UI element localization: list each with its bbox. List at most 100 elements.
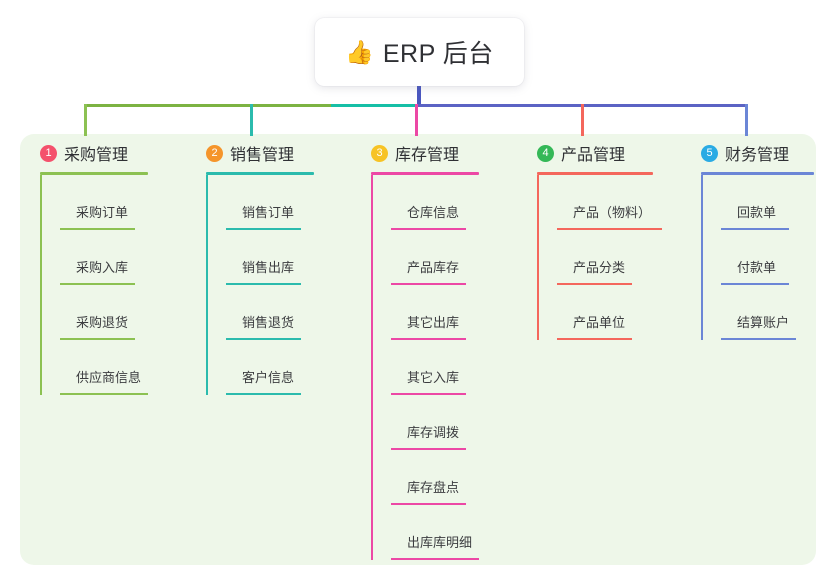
- branch-item-label: 库存调拨: [407, 425, 460, 440]
- branch-badge-3: 3: [371, 144, 388, 162]
- root-node-title: ERP 后台: [382, 40, 494, 68]
- branch-item-rule: [60, 283, 135, 285]
- root-node-content: 👍 ERP 后台: [345, 34, 494, 70]
- branch-item-list: 销售订单销售出库销售退货客户信息: [186, 175, 314, 395]
- branch-item-label: 采购入库: [76, 260, 129, 275]
- branch-item-label: 销售退货: [242, 315, 295, 330]
- root-node[interactable]: 👍 ERP 后台: [315, 18, 524, 86]
- branch-item[interactable]: 仓库信息: [371, 175, 479, 230]
- branch-item-rule: [721, 283, 789, 285]
- branch-item[interactable]: 其它出库: [371, 285, 479, 340]
- branch-item[interactable]: 产品分类: [537, 230, 653, 285]
- branch-item[interactable]: 销售出库: [206, 230, 314, 285]
- branch-item-rule: [226, 283, 301, 285]
- branch-header-label: 产品管理: [561, 147, 626, 164]
- branch-spine: [40, 175, 42, 395]
- branch-item-label: 产品单位: [573, 315, 626, 330]
- branch-item-label: 客户信息: [242, 370, 295, 385]
- branch-item-label: 库存盘点: [407, 480, 460, 495]
- branch-item-label: 销售出库: [242, 260, 295, 275]
- branch-header-label: 销售管理: [230, 147, 295, 164]
- thumbs-up-icon: 👍: [345, 38, 374, 65]
- branch-header-rule: [371, 172, 479, 175]
- branch-item[interactable]: 供应商信息: [40, 340, 148, 395]
- branch-item-list: 产品（物料） 产品分类产品单位: [517, 175, 662, 340]
- branch-item-rule: [557, 283, 632, 285]
- branch-header-rule: [701, 172, 814, 175]
- branch-item-label: 仓库信息: [407, 205, 460, 220]
- branch-item[interactable]: 出库库明细: [371, 505, 479, 560]
- branch-item-label: 付款单: [737, 260, 777, 275]
- branch-item[interactable]: 客户信息: [206, 340, 314, 395]
- branch-header-3[interactable]: 3 库存管理: [351, 134, 479, 172]
- branch-item[interactable]: 产品（物料）: [537, 175, 662, 230]
- branch-badge-2: 2: [206, 144, 223, 162]
- branch-header-rule: [206, 172, 314, 175]
- branch-badge-4: 4: [537, 144, 554, 162]
- branch-item[interactable]: 采购入库: [40, 230, 148, 285]
- branch-item-rule: [391, 448, 466, 450]
- branch-item-rule: [226, 393, 301, 395]
- branch-header-4[interactable]: 4 产品管理: [517, 134, 653, 172]
- branch-item[interactable]: 销售退货: [206, 285, 314, 340]
- branch-header-rule: [537, 172, 653, 175]
- branch-header-2[interactable]: 2 销售管理: [186, 134, 314, 172]
- branch-item[interactable]: 库存盘点: [371, 450, 479, 505]
- branch-badge-1: 1: [40, 144, 57, 162]
- branch-item[interactable]: 结算账户: [701, 285, 814, 340]
- branch-item-rule: [391, 558, 479, 560]
- branch-item-rule: [721, 338, 796, 340]
- branch-item[interactable]: 回款单: [701, 175, 814, 230]
- branch-spine: [701, 175, 703, 340]
- branch-item-list: 采购订单采购入库采购退货供应商信息: [20, 175, 148, 395]
- branch-item-label: 供应商信息: [76, 370, 142, 385]
- branch-column-3: 3 库存管理仓库信息产品库存其它出库其它入库库存调拨库存盘点出库库明细: [351, 134, 479, 560]
- branch-item-rule: [226, 338, 301, 340]
- branch-item-rule: [391, 283, 466, 285]
- branch-item-label: 结算账户: [737, 315, 790, 330]
- branch-badge-5: 5: [701, 144, 718, 162]
- branch-item-rule: [391, 338, 466, 340]
- branch-item[interactable]: 采购退货: [40, 285, 148, 340]
- branch-item-rule: [391, 503, 466, 505]
- branch-item[interactable]: 采购订单: [40, 175, 148, 230]
- branch-column-4: 4 产品管理产品（物料） 产品分类产品单位: [517, 134, 662, 340]
- branch-spine: [537, 175, 539, 340]
- branch-item-label: 其它入库: [407, 370, 460, 385]
- branch-item-label: 回款单: [737, 205, 777, 220]
- branch-column-2: 2 销售管理销售订单销售出库销售退货客户信息: [186, 134, 314, 395]
- branch-item-rule: [391, 393, 466, 395]
- branch-item[interactable]: 其它入库: [371, 340, 479, 395]
- branch-item-label: 出库库明细: [407, 535, 473, 550]
- branch-spine: [206, 175, 208, 395]
- branch-item-rule: [60, 228, 135, 230]
- branch-item-label: 销售订单: [242, 205, 295, 220]
- branch-header-label: 库存管理: [395, 147, 460, 164]
- branch-header-rule: [40, 172, 148, 175]
- branch-item-list: 回款单付款单结算账户: [681, 175, 814, 340]
- branch-item-label: 产品库存: [407, 260, 460, 275]
- branch-item-rule: [60, 393, 148, 395]
- branch-item[interactable]: 付款单: [701, 230, 814, 285]
- branch-item[interactable]: 产品单位: [537, 285, 653, 340]
- branch-item[interactable]: 库存调拨: [371, 395, 479, 450]
- branch-item-list: 仓库信息产品库存其它出库其它入库库存调拨库存盘点出库库明细: [351, 175, 479, 560]
- branch-spine: [371, 175, 373, 560]
- branch-header-label: 财务管理: [725, 147, 790, 164]
- branch-item-label: 采购退货: [76, 315, 129, 330]
- branch-item-rule: [60, 338, 135, 340]
- branch-item-rule: [721, 228, 789, 230]
- branch-item[interactable]: 销售订单: [206, 175, 314, 230]
- branch-item-label: 产品分类: [573, 260, 626, 275]
- branch-item-rule: [226, 228, 301, 230]
- branch-item-label: 其它出库: [407, 315, 460, 330]
- branch-item-rule: [391, 228, 466, 230]
- branch-item[interactable]: 产品库存: [371, 230, 479, 285]
- branch-header-5[interactable]: 5 财务管理: [681, 134, 814, 172]
- branch-item-rule: [557, 338, 632, 340]
- branch-item-label: 产品（物料）: [573, 205, 652, 220]
